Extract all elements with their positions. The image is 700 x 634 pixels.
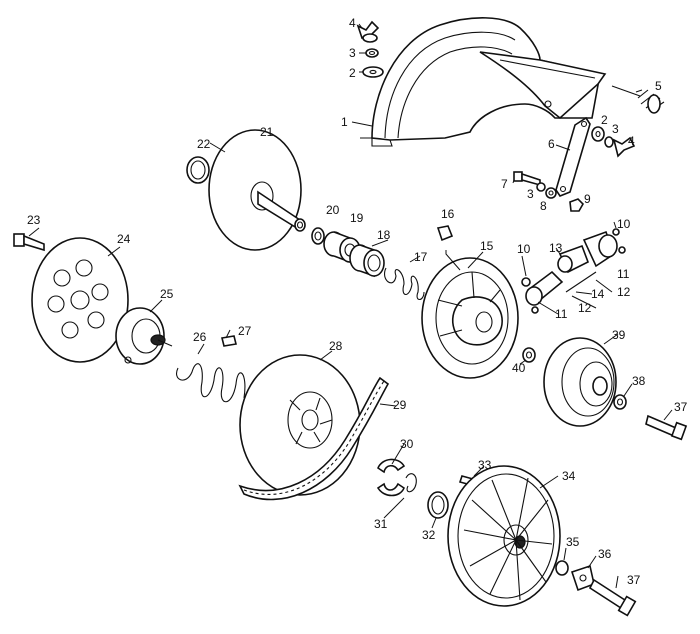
callout-27: 27: [238, 324, 252, 338]
washer-40: [522, 347, 536, 363]
bolt-37-top: [645, 414, 688, 441]
callout-31: 31: [374, 517, 388, 531]
callout-12: 12: [578, 301, 592, 315]
washer-35: [555, 560, 569, 576]
callout-9: 9: [584, 192, 591, 206]
callout-4: 4: [628, 134, 635, 148]
callout-3: 3: [612, 122, 619, 136]
pin-27: [221, 335, 237, 347]
bell-housing-39: [543, 337, 617, 427]
callout-33: 33: [478, 458, 492, 472]
bolt-7: [513, 171, 541, 187]
callout-16: 16: [441, 207, 455, 221]
fan-pulley-34: [447, 465, 561, 607]
callout-21: 21: [260, 125, 274, 139]
spring-5: [635, 89, 665, 114]
bolt-23: [13, 233, 45, 252]
callout-10: 10: [617, 217, 631, 231]
callout-5: 5: [655, 79, 662, 93]
callout-6: 6: [548, 137, 555, 151]
callout-2: 2: [601, 113, 608, 127]
callout-7: 7: [501, 177, 508, 191]
wing-nut-right: [612, 136, 636, 158]
callout-17: 17: [414, 250, 428, 264]
bushing-19: [323, 231, 361, 264]
washer-2-right: [591, 126, 605, 142]
callout-2: 2: [349, 66, 356, 80]
callout-15: 15: [480, 239, 494, 253]
callout-30: 30: [400, 437, 414, 451]
washer-3-top: [365, 48, 379, 58]
callout-13: 13: [549, 241, 563, 255]
callout-20: 20: [326, 203, 340, 217]
callout-40: 40: [512, 361, 526, 375]
bolt-37-bottom: [588, 578, 637, 617]
callout-3: 3: [527, 187, 534, 201]
callout-11: 11: [617, 267, 630, 281]
cap-16: [436, 225, 454, 242]
spring-17: [384, 267, 425, 301]
ring-22: [186, 156, 210, 184]
callout-37: 37: [674, 400, 688, 414]
callout-38: 38: [632, 374, 646, 388]
bushing-18: [349, 244, 385, 278]
clutch-hub-25: [115, 307, 173, 365]
wing-nut-top: [356, 20, 380, 43]
callout-24: 24: [117, 232, 131, 246]
callout-34: 34: [562, 469, 576, 483]
clutch-housing-15: [421, 257, 519, 379]
drive-cover: [360, 17, 607, 147]
washer-8: [545, 187, 557, 199]
ring-halves-30: [376, 458, 406, 497]
washer-3-right: [604, 136, 614, 148]
ring-20: [311, 227, 325, 245]
spring-26: [176, 363, 246, 403]
ring-32: [427, 491, 449, 519]
callout-29: 29: [393, 398, 407, 412]
callout-4: 4: [349, 16, 356, 30]
callout-35: 35: [566, 535, 580, 549]
callout-12: 12: [617, 285, 631, 299]
callout-23: 23: [27, 213, 41, 227]
bracket-6: [555, 116, 591, 197]
leader-lines: [28, 23, 673, 589]
callout-19: 19: [350, 211, 364, 225]
callout-3: 3: [349, 46, 356, 60]
pulley-half-21: [208, 129, 306, 251]
callout-22: 22: [197, 137, 211, 151]
driven-pulley-28: [239, 354, 361, 496]
washer-2-top: [362, 66, 384, 78]
callout-25: 25: [160, 287, 174, 301]
callout-39: 39: [612, 328, 626, 342]
callout-labels: 1 2 3 4 5 2 3 4 6 7 3 8 9 10 10 11 11 12…: [27, 16, 688, 587]
disc-24: [31, 237, 129, 363]
callout-10: 10: [517, 242, 531, 256]
clip-31: [405, 473, 417, 493]
lever-assembly: [521, 228, 626, 314]
belt-29: [238, 376, 390, 501]
callout-37: 37: [627, 573, 641, 587]
callout-36: 36: [598, 547, 612, 561]
callout-8: 8: [540, 199, 547, 213]
callout-32: 32: [422, 528, 436, 542]
nut-9: [569, 198, 584, 212]
callout-1: 1: [341, 115, 348, 129]
callout-26: 26: [193, 330, 207, 344]
callout-18: 18: [377, 228, 391, 242]
callout-14: 14: [591, 287, 605, 301]
callout-28: 28: [329, 339, 343, 353]
washer-38: [613, 394, 627, 410]
callout-11: 11: [555, 307, 568, 321]
washer-3-lower: [536, 182, 546, 192]
